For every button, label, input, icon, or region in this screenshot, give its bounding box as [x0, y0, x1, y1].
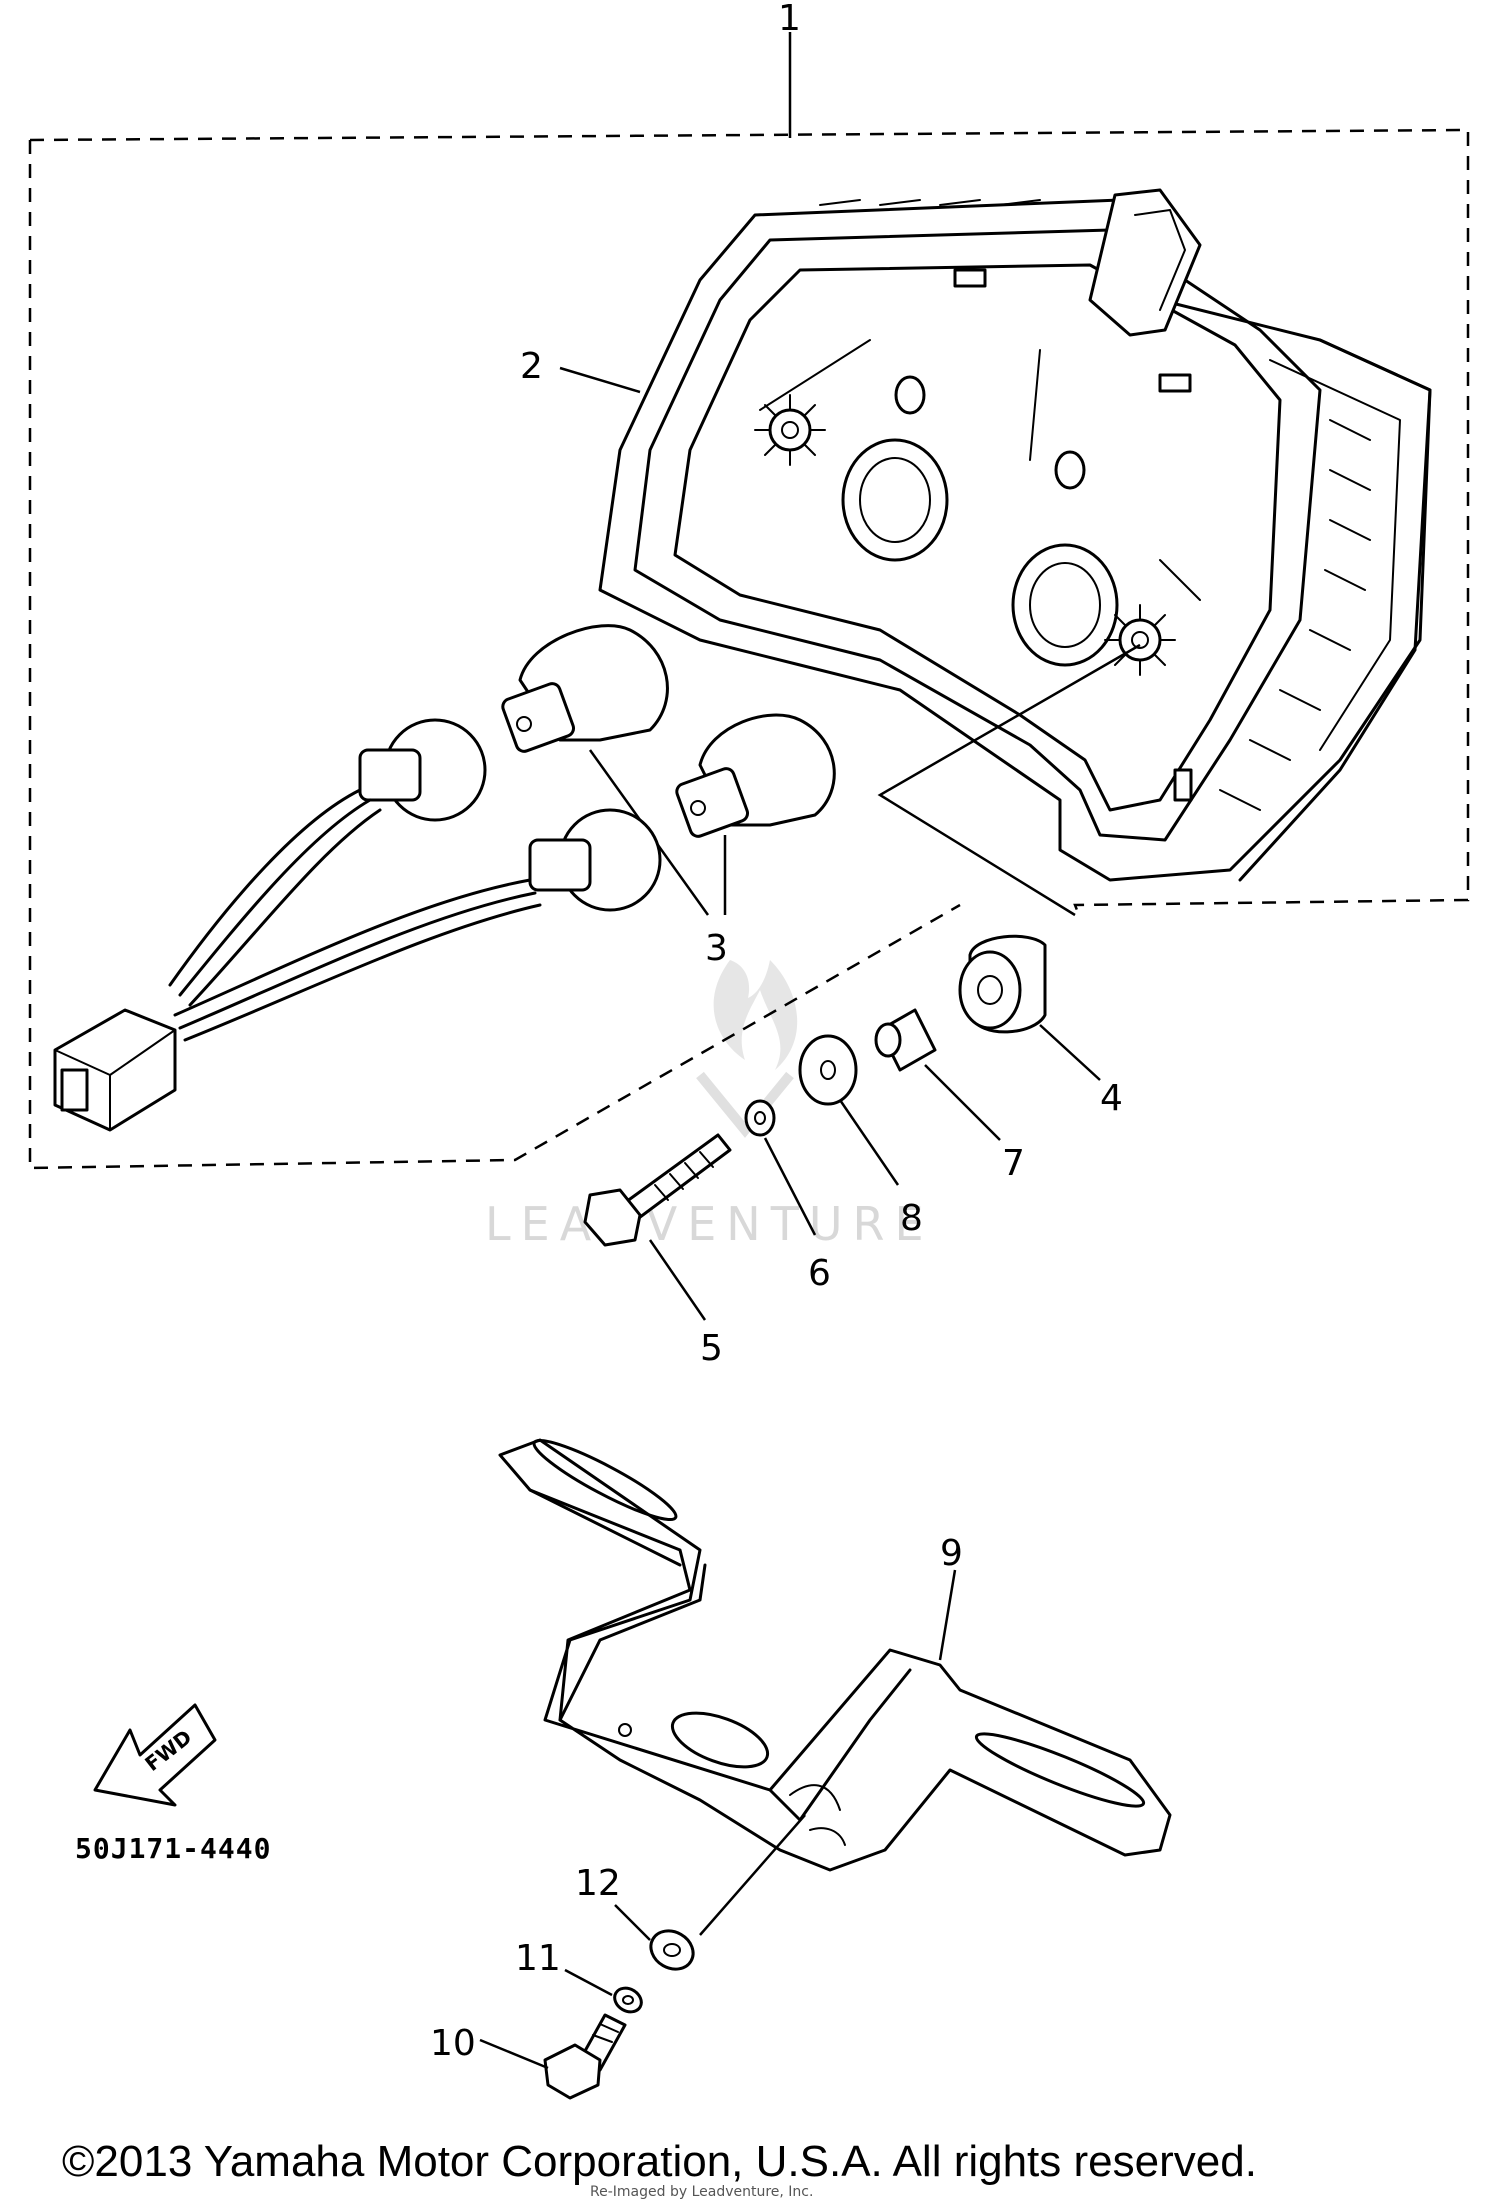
callout-6: 6	[808, 1253, 831, 1294]
rubber-grommet	[958, 934, 1101, 1081]
plate-washer	[798, 1034, 900, 1186]
watermark: LEADVENTURE	[485, 960, 934, 1251]
callout-3: 3	[705, 928, 728, 969]
bolt	[583, 1133, 732, 1321]
flange-washer	[614, 1904, 695, 1971]
copyright-notice: ©2013 Yamaha Motor Corporation, U.S.A. A…	[62, 2137, 1257, 2186]
reimage-credit: Re-Imaged by Leadventure, Inc.	[590, 2184, 813, 2200]
callout-12: 12	[575, 1863, 621, 1904]
mounting-bracket	[498, 1438, 1172, 1936]
watermark-text: LEADVENTURE	[485, 1197, 934, 1251]
socket-wiring-harness	[53, 718, 662, 1132]
callout-5: 5	[700, 1328, 723, 1369]
callout-2: 2	[520, 346, 543, 387]
bracket-bolt	[479, 2013, 627, 2100]
callout-4: 4	[1100, 1078, 1123, 1119]
spring-washer	[744, 1099, 817, 1236]
collar	[874, 1008, 1001, 1141]
callout-10: 10	[430, 2023, 476, 2064]
star-clip-right	[1104, 604, 1176, 676]
callout-7: 7	[1002, 1143, 1025, 1184]
bulb-lower	[675, 713, 836, 838]
star-clip-left	[754, 394, 826, 466]
callout-8: 8	[900, 1198, 923, 1239]
assembly-box	[28, 32, 1470, 1170]
bulb-upper	[501, 624, 669, 753]
tail-light-lens-housing	[598, 188, 1432, 917]
callout-11: 11	[515, 1938, 561, 1979]
fwd-arrow-icon: FWD	[93, 1703, 217, 1807]
lock-washer	[564, 1968, 643, 2014]
callout-labels: 1 2 3 4 5 6 7 8 9 10 11 12	[430, 0, 1123, 2064]
callout-1: 1	[778, 0, 801, 39]
diagram-part-number: 50J171-4440	[75, 1832, 271, 1865]
callout-9: 9	[940, 1533, 963, 1574]
